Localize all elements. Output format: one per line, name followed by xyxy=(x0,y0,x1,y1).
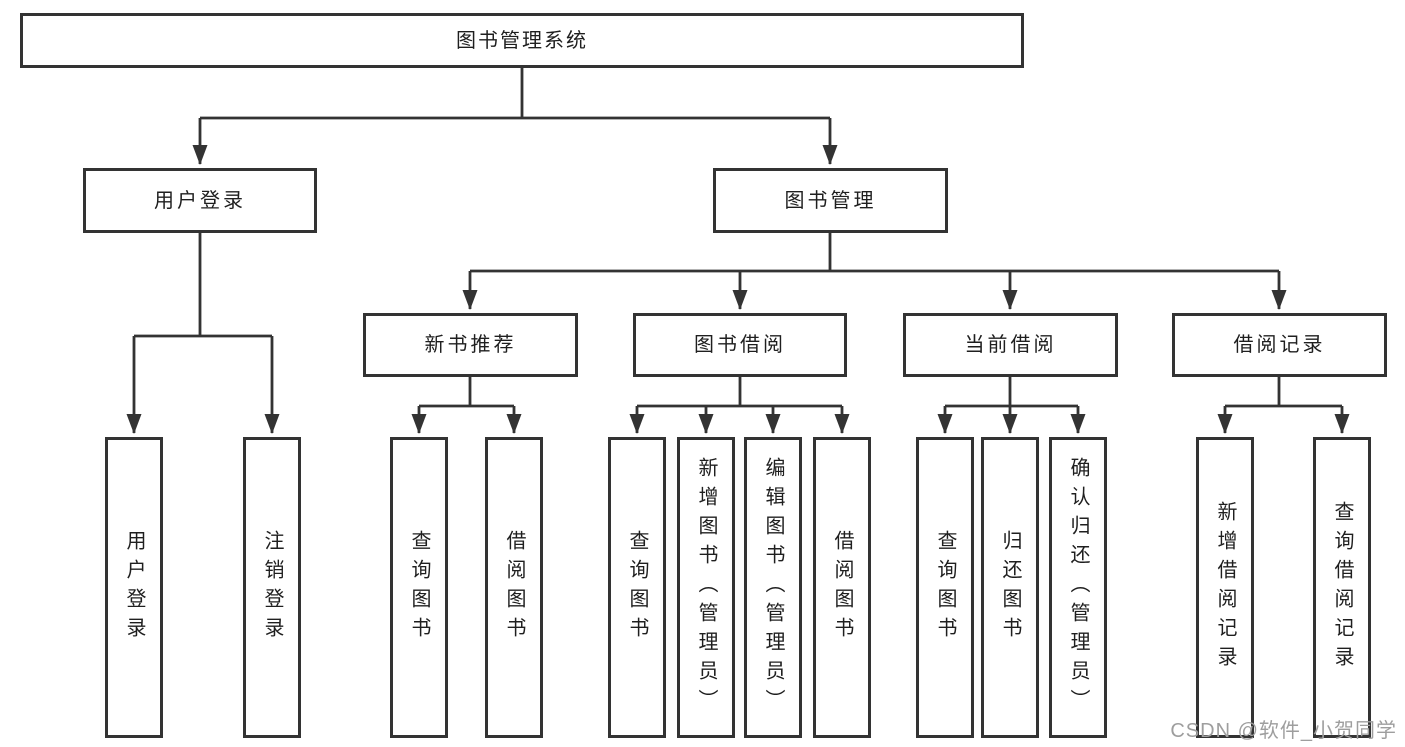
node-label: 用户登录 xyxy=(123,529,145,646)
node-label: 新增图书（管理员） xyxy=(695,457,717,718)
leaf-query-borrow-record: 查询借阅记录 xyxy=(1313,437,1371,738)
node-label: 注销登录 xyxy=(261,529,283,646)
leaf-query-book-current: 查询图书 xyxy=(916,437,974,738)
node-book-borrow: 图书借阅 xyxy=(633,313,847,377)
node-label: 图书借阅 xyxy=(694,334,786,356)
node-label: 新增借阅记录 xyxy=(1214,500,1236,675)
node-current-borrow: 当前借阅 xyxy=(903,313,1118,377)
node-label: 图书管理 xyxy=(784,189,877,212)
leaf-confirm-return-admin: 确认归还（管理员） xyxy=(1049,437,1107,738)
node-book-management: 图书管理 xyxy=(713,168,948,233)
leaf-borrow-book: 借阅图书 xyxy=(813,437,871,738)
node-label: 用户登录 xyxy=(154,189,246,212)
leaf-logout: 注销登录 xyxy=(243,437,301,738)
leaf-borrow-book-recommend: 借阅图书 xyxy=(485,437,543,738)
leaf-edit-book-admin: 编辑图书（管理员） xyxy=(744,437,802,738)
node-label: 查询图书 xyxy=(626,529,648,646)
leaf-user-login: 用户登录 xyxy=(105,437,163,738)
leaf-return-book: 归还图书 xyxy=(981,437,1039,738)
node-label: 图书管理系统 xyxy=(456,29,588,52)
node-label: 借阅图书 xyxy=(831,529,853,646)
leaf-query-book-recommend: 查询图书 xyxy=(390,437,448,738)
node-user-login: 用户登录 xyxy=(83,168,317,233)
node-label: 借阅图书 xyxy=(503,529,525,646)
leaf-add-borrow-record: 新增借阅记录 xyxy=(1196,437,1254,738)
csdn-watermark: CSDN @软件_小贺同学 xyxy=(1170,720,1397,742)
leaf-add-book-admin: 新增图书（管理员） xyxy=(677,437,735,738)
node-library-management-system: 图书管理系统 xyxy=(20,13,1024,68)
node-label: 归还图书 xyxy=(999,529,1021,646)
node-label: 新书推荐 xyxy=(424,334,517,356)
node-label: 查询图书 xyxy=(934,529,956,646)
connector-arrows xyxy=(126,118,1350,434)
node-label: 确认归还（管理员） xyxy=(1067,457,1089,718)
leaf-query-book-borrow: 查询图书 xyxy=(608,437,666,738)
node-label: 当前借阅 xyxy=(964,334,1057,356)
node-label: 查询借阅记录 xyxy=(1331,500,1353,675)
node-label: 编辑图书（管理员） xyxy=(762,457,784,718)
node-new-book-recommend: 新书推荐 xyxy=(363,313,578,377)
node-borrow-records: 借阅记录 xyxy=(1172,313,1387,377)
node-label: 借阅记录 xyxy=(1233,334,1326,356)
node-label: 查询图书 xyxy=(408,529,430,646)
